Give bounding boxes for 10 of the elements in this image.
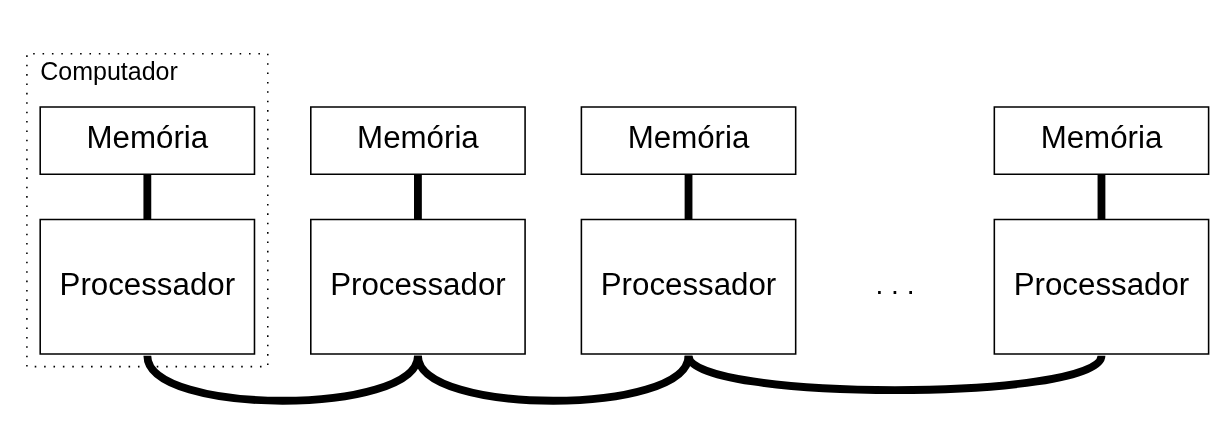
- label: . . .: [875, 268, 915, 300]
- node-box: Memória: [580, 105, 797, 175]
- connector: [414, 353, 693, 405]
- node-box: Memória: [993, 105, 1210, 175]
- node-box: Memória: [310, 105, 526, 175]
- node-box: Processador: [310, 218, 526, 355]
- node-box: Memória: [39, 105, 256, 175]
- node-box: Processador: [993, 218, 1210, 355]
- node-box: Processador: [580, 218, 797, 355]
- node-box: Processador: [39, 218, 256, 355]
